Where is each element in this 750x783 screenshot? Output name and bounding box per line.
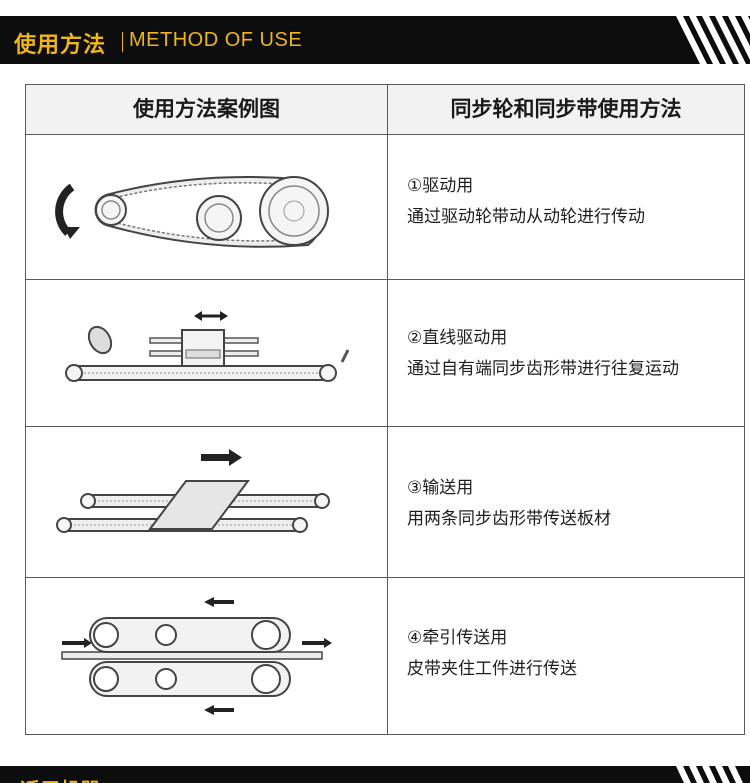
linear-drive-illustration	[65, 311, 350, 382]
section-banner: 使用方法 METHOD OF USE	[0, 16, 750, 64]
table-header: 使用方法案例图 同步轮和同步带使用方法	[26, 85, 744, 134]
row-divider	[26, 279, 744, 280]
next-section-banner: 适用机器	[0, 766, 750, 783]
column-header-method: 同步轮和同步带使用方法	[450, 97, 682, 121]
conveying-illustration	[56, 449, 330, 533]
method-detail: 通过自有端同步齿形带进行往复运动	[407, 359, 679, 379]
column-divider	[387, 85, 388, 734]
method-detail: 通过驱动轮带动从动轮进行传动	[407, 207, 645, 227]
usage-table: 使用方法案例图 同步轮和同步带使用方法 ①驱动用 通过驱动轮带动从动轮进行传动	[25, 84, 745, 735]
drive-illustration	[55, 176, 329, 248]
column-header-illustration: 使用方法案例图	[133, 97, 280, 121]
method-detail: 用两条同步齿形带传送板材	[407, 509, 611, 529]
method-title: ④牵引传送用	[407, 628, 508, 648]
title-divider	[122, 32, 123, 52]
row-divider	[26, 577, 744, 578]
stripes-decoration	[676, 16, 750, 64]
method-description: ③输送用 用两条同步齿形带传送板材	[407, 473, 737, 535]
section-subtitle: METHOD OF USE	[129, 29, 303, 51]
next-section-title: 适用机器	[20, 774, 100, 783]
section-title: 使用方法	[14, 33, 107, 58]
method-title: ②直线驱动用	[407, 328, 508, 348]
method-description: ②直线驱动用 通过自有端同步齿形带进行往复运动	[407, 323, 737, 385]
traction-illustration	[61, 597, 332, 715]
method-description: ④牵引传送用 皮带夹住工件进行传送	[407, 623, 737, 685]
method-title: ③输送用	[407, 478, 474, 498]
row-divider	[26, 426, 744, 427]
method-detail: 皮带夹住工件进行传送	[407, 659, 577, 679]
method-description: ①驱动用 通过驱动轮带动从动轮进行传动	[407, 171, 737, 233]
stripes-decoration	[676, 766, 743, 783]
row-divider	[26, 134, 744, 135]
method-title: ①驱动用	[407, 176, 474, 196]
